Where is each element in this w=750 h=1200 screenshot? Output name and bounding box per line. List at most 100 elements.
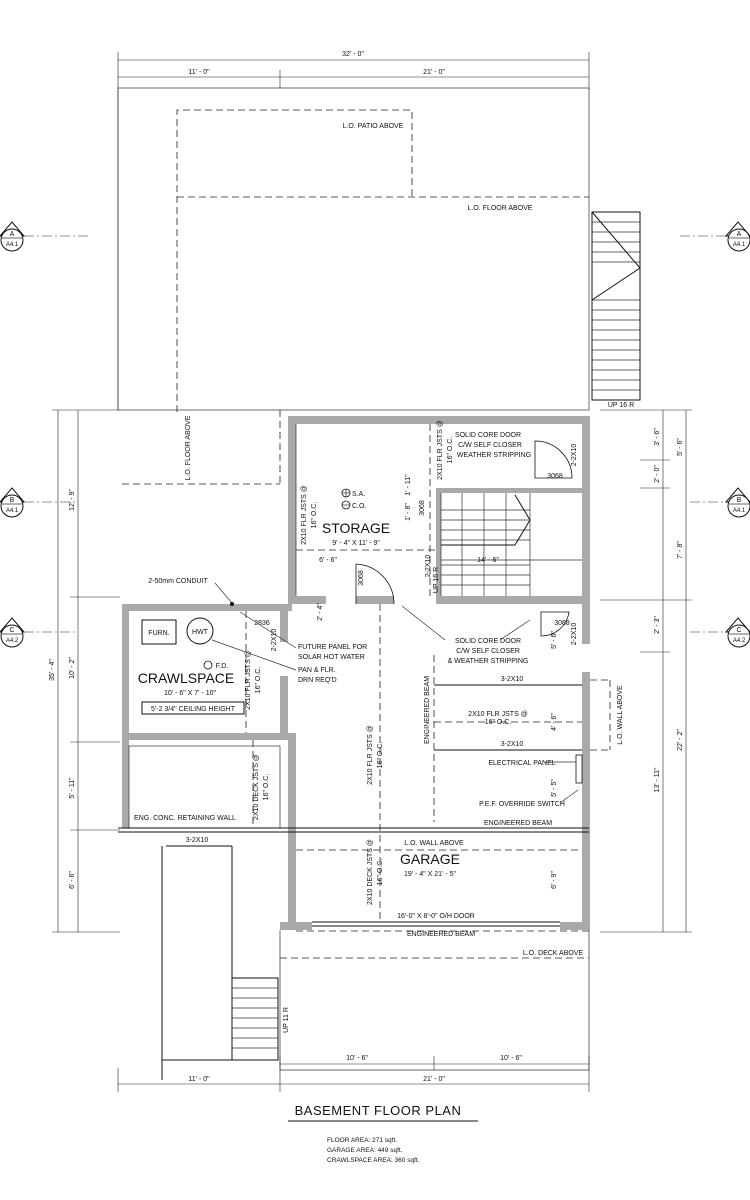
pef-override-switch: P.E.F. OVERRIDE SWITCH: [479, 801, 565, 808]
future-panel-2: SOLAR HOT WATER: [298, 654, 365, 661]
dim-garage-6-9: 6' - 9": [551, 871, 558, 889]
deck-joists-1: 2X10 DECK JSTS @: [253, 754, 260, 820]
joists-stair: 2X10 FLR JSTS @: [437, 420, 444, 480]
section-a-sheet-right: A4.1: [733, 242, 746, 248]
hot-water-tank-label: HWT: [192, 629, 209, 636]
engineered-beam-2: ENGINEERED BEAM: [407, 931, 475, 938]
lower-left-area: 2X10 DECK JSTS @ 16" O.C. ENG. CONC. RET…: [118, 740, 589, 1080]
walls: [122, 416, 590, 930]
joists-garage-horizontal: 2X10 FLR JSTS @: [468, 711, 528, 718]
weather-stripping-1: WEATHER STRIPPING: [457, 452, 531, 459]
drawing-title: BASEMENT FLOOR PLAN: [295, 1103, 462, 1118]
lintel-storage-stair: 2-2X10: [425, 555, 432, 578]
dim-bottom-left: 11' - 0": [188, 1076, 210, 1083]
section-a-letter-right: A: [737, 231, 742, 238]
crawlspace-ceiling-height: 5'-2 3/4" CEILING HEIGHT: [151, 706, 236, 713]
up-16r-stair: UP 16 R: [433, 567, 440, 593]
joists-stair-oc: 16" O.C.: [447, 437, 454, 464]
dim-left-3: 5' - 11": [69, 777, 76, 799]
self-closer-2: C/W SELF CLOSER: [456, 648, 520, 655]
weather-stripping-2: & WEATHER STRIPPING: [448, 658, 529, 665]
dim-top-right: 21' - 0": [423, 69, 445, 76]
engineered-beam-vertical: ENGINEERED BEAM: [424, 676, 431, 744]
dim-right-2: 5' - 6": [677, 438, 684, 456]
dim-left-1: 12' - 9": [69, 489, 76, 511]
dim-garage-5-6: 5' - 6": [551, 631, 558, 649]
storage-room-name: STORAGE: [322, 520, 390, 536]
dim-storage-14-6: 14' - 6": [477, 557, 499, 564]
section-marker-c-left: C A4.2: [0, 617, 75, 648]
dim-left-2: 10' - 2": [69, 657, 76, 679]
garage-area: GARAGE AREA: 449 sqft.: [327, 1147, 403, 1154]
dim-right-7: 13' - 11": [654, 767, 661, 793]
dim-right-3: 2' - 0": [654, 465, 661, 483]
left-dimensions: 35' - 4" 12' - 9" 10' - 2" 5' - 11" 6' -…: [49, 409, 120, 933]
conduit-label: 2-50mm CONDUIT: [148, 578, 208, 585]
upper-floor-outline: L.O. PATIO ABOVE L.O. FLOOR ABOVE L.O. F…: [117, 87, 590, 485]
co-alarm-label: C.O.: [352, 503, 366, 510]
door-3068-top: 3068: [547, 473, 563, 480]
garage-room-name: GARAGE: [400, 851, 460, 867]
deck-joists-2: 2X10 DECK JSTS @: [367, 839, 374, 905]
lo-floor-above-vertical: L.O. FLOOR ABOVE: [185, 415, 192, 480]
bottom-dimensions: 10' - 6" 10' - 6" 11' - 0" 21' - 0": [117, 1055, 590, 1092]
beam-3-2x10-a: 3-2X10: [501, 676, 524, 683]
pan-floor-drain-2: DRN REQ'D: [298, 677, 337, 684]
deck-joists-1-oc: 16" O.C.: [263, 774, 270, 801]
joists-storage-oc: 16" O.C.: [311, 502, 318, 529]
crawlspace-area: CRAWLSPACE AREA: 360 sqft.: [327, 1157, 420, 1164]
dim-garage-5-5: 5' - 5": [551, 779, 558, 797]
lintel-garage-right: 2-2X10: [571, 623, 578, 646]
joists-storage: 2X10 FLR JSTS @: [301, 485, 308, 545]
retaining-wall-label: ENG. CONC. RETAINING WALL: [134, 815, 236, 822]
lo-patio-above: L.O. PATIO ABOVE: [343, 123, 404, 130]
furnace-label: FURN.: [148, 630, 169, 637]
section-marker-c-right: C A4.2: [690, 617, 750, 648]
crawlspace-room: FURN. HWT F.D. CRAWLSPACE 10' - 6" X 7' …: [138, 578, 367, 733]
storage-room-size: 9' - 4" X 11' - 9": [332, 540, 380, 547]
section-c-letter: C: [9, 627, 14, 634]
engineered-beam-1: ENGINEERED BEAM: [484, 820, 552, 827]
pan-floor-drain-1: PAN & FLR.: [298, 667, 336, 674]
section-marker-a-right: A A4.1: [680, 221, 750, 252]
dim-left-4: 6' - 6": [69, 871, 76, 889]
self-closer-1: C/W SELF CLOSER: [458, 442, 522, 449]
section-marker-b-left: B A4.1: [0, 487, 75, 518]
joists-garage: 2X10 FLR JSTS @: [367, 725, 374, 785]
title-block: BASEMENT FLOOR PLAN FLOOR AREA: 271 sqft…: [288, 1103, 478, 1164]
section-marker-b-right: B A4.1: [690, 487, 750, 518]
floor-drain-label: F.D.: [216, 663, 229, 670]
dim-right-4: 7' - 8": [677, 541, 684, 559]
section-b-letter-right: B: [737, 497, 742, 504]
dim-overall-width: 32' - 0": [342, 51, 364, 58]
section-marker-a-left: A A4.1: [0, 221, 90, 252]
floor-area: FLOOR AREA: 271 sqft.: [327, 1137, 397, 1144]
door-3068-garage: 3068: [554, 620, 570, 627]
dim-garage-left: 10' - 6": [346, 1055, 368, 1062]
exterior-stair-top: UP 16 R: [591, 211, 641, 409]
smoke-alarm-label: S.A.: [352, 491, 365, 498]
lo-deck-above: L.O. DECK ABOVE: [523, 950, 584, 957]
dim-left-overall: 35' - 4": [49, 659, 56, 681]
storage-room: STORAGE 9' - 4" X 11' - 9" 6' - 6" 14' -…: [295, 420, 582, 621]
joists-garage-oc: 16" O.C.: [377, 742, 384, 769]
section-c-sheet-right: A4.2: [733, 638, 746, 644]
solid-core-door-2: SOLID CORE DOOR: [455, 638, 521, 645]
dim-garage-right: 10' - 6": [500, 1055, 522, 1062]
lintel-top-right: 2-2X10: [571, 444, 578, 467]
section-markers: A A4.1 A A4.1 B A4.1 B A4.1: [0, 221, 750, 648]
overhead-door-label: 16'-0" X 8'-0" O/H DOOR: [397, 913, 475, 920]
door-2836: 2836: [254, 620, 270, 627]
dim-crawl-2-4: 2' - 4": [317, 603, 324, 621]
beam-3-2x10-left: 3-2X10: [186, 837, 209, 844]
up-11r: UP 11 R: [283, 1007, 290, 1033]
joists-crawl-oc: 16" O.C.: [255, 667, 262, 694]
crawlspace-room-name: CRAWLSPACE: [138, 670, 234, 686]
lintel-crawl: 2-2X10: [271, 629, 278, 652]
dim-top-left: 11' - 0": [188, 69, 210, 76]
lo-floor-above: L.O. FLOOR ABOVE: [468, 205, 533, 212]
top-dimensions: 32' - 0" 11' - 0" 21' - 0": [117, 51, 590, 410]
right-dimensions: 3' - 6" 5' - 6" 2' - 0" 7' - 8" 2' - 3" …: [600, 409, 692, 933]
dim-storage-1-11: 1' - 11": [405, 474, 412, 496]
